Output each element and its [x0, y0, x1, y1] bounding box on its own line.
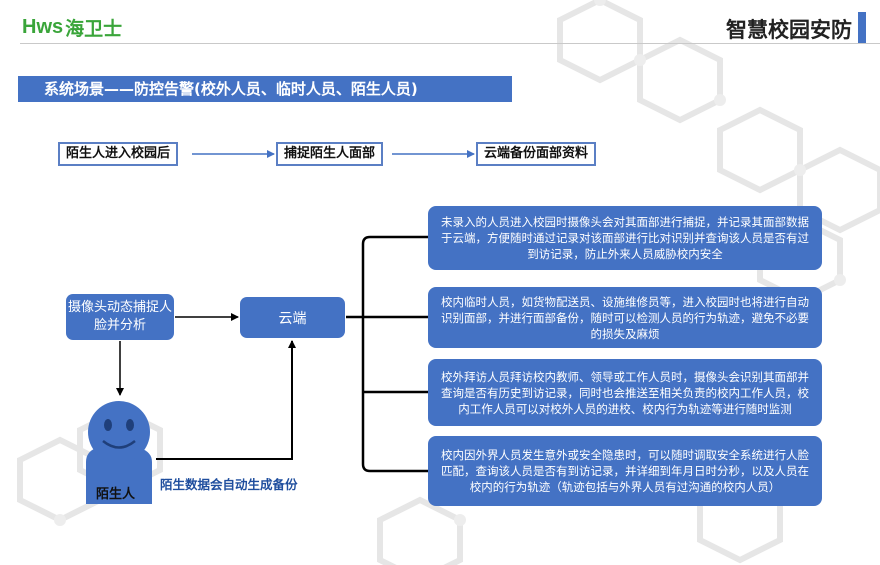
brand-title: 智慧校园安防 — [726, 18, 852, 42]
flow-step-backup: 云端备份面部资料 — [476, 142, 597, 166]
flow-step-capture: 捕捉陌生人面部 — [276, 142, 384, 166]
camera-box: 摄像头动态捕捉人脸并分析 — [66, 294, 174, 340]
backup-label: 陌生数据会自动生成备份 — [160, 477, 298, 492]
person-figure — [86, 401, 152, 504]
brand-accent-bar — [858, 12, 866, 44]
info-box-visitor: 校外拜访人员拜访校内教师、领导或工作人员时，摄像头会识别其面部并查询是否有历史到… — [428, 359, 822, 426]
bracket — [361, 235, 428, 473]
logo-latin: Hws — [22, 15, 64, 38]
info-box-incident: 校内因外界人员发生意外或安全隐患时，可以随时调取安全系统进行人脸匹配，查询该人员… — [428, 436, 822, 506]
person-label: 陌生人 — [96, 487, 136, 502]
header-divider — [20, 43, 880, 44]
flow-step-enter: 陌生人进入校园后 — [58, 142, 179, 166]
logo-chinese: 海卫士 — [65, 17, 123, 40]
section-title: 系统场景——防控告警(校外人员、临时人员、陌生人员) — [18, 76, 512, 102]
cloud-box: 云端 — [240, 297, 345, 338]
logo: Hws 海卫士 — [22, 14, 122, 40]
person-to-cloud-arrow — [156, 340, 296, 460]
info-box-unregistered: 未录入的人员进入校园时摄像头会对其面部进行捕捉，并记录其面部数据于云端，方便随时… — [428, 206, 822, 270]
info-box-temporary: 校内临时人员，如货物配送员、设施维修员等，进入校园时也将进行自动识别面部，并进行… — [428, 287, 822, 348]
